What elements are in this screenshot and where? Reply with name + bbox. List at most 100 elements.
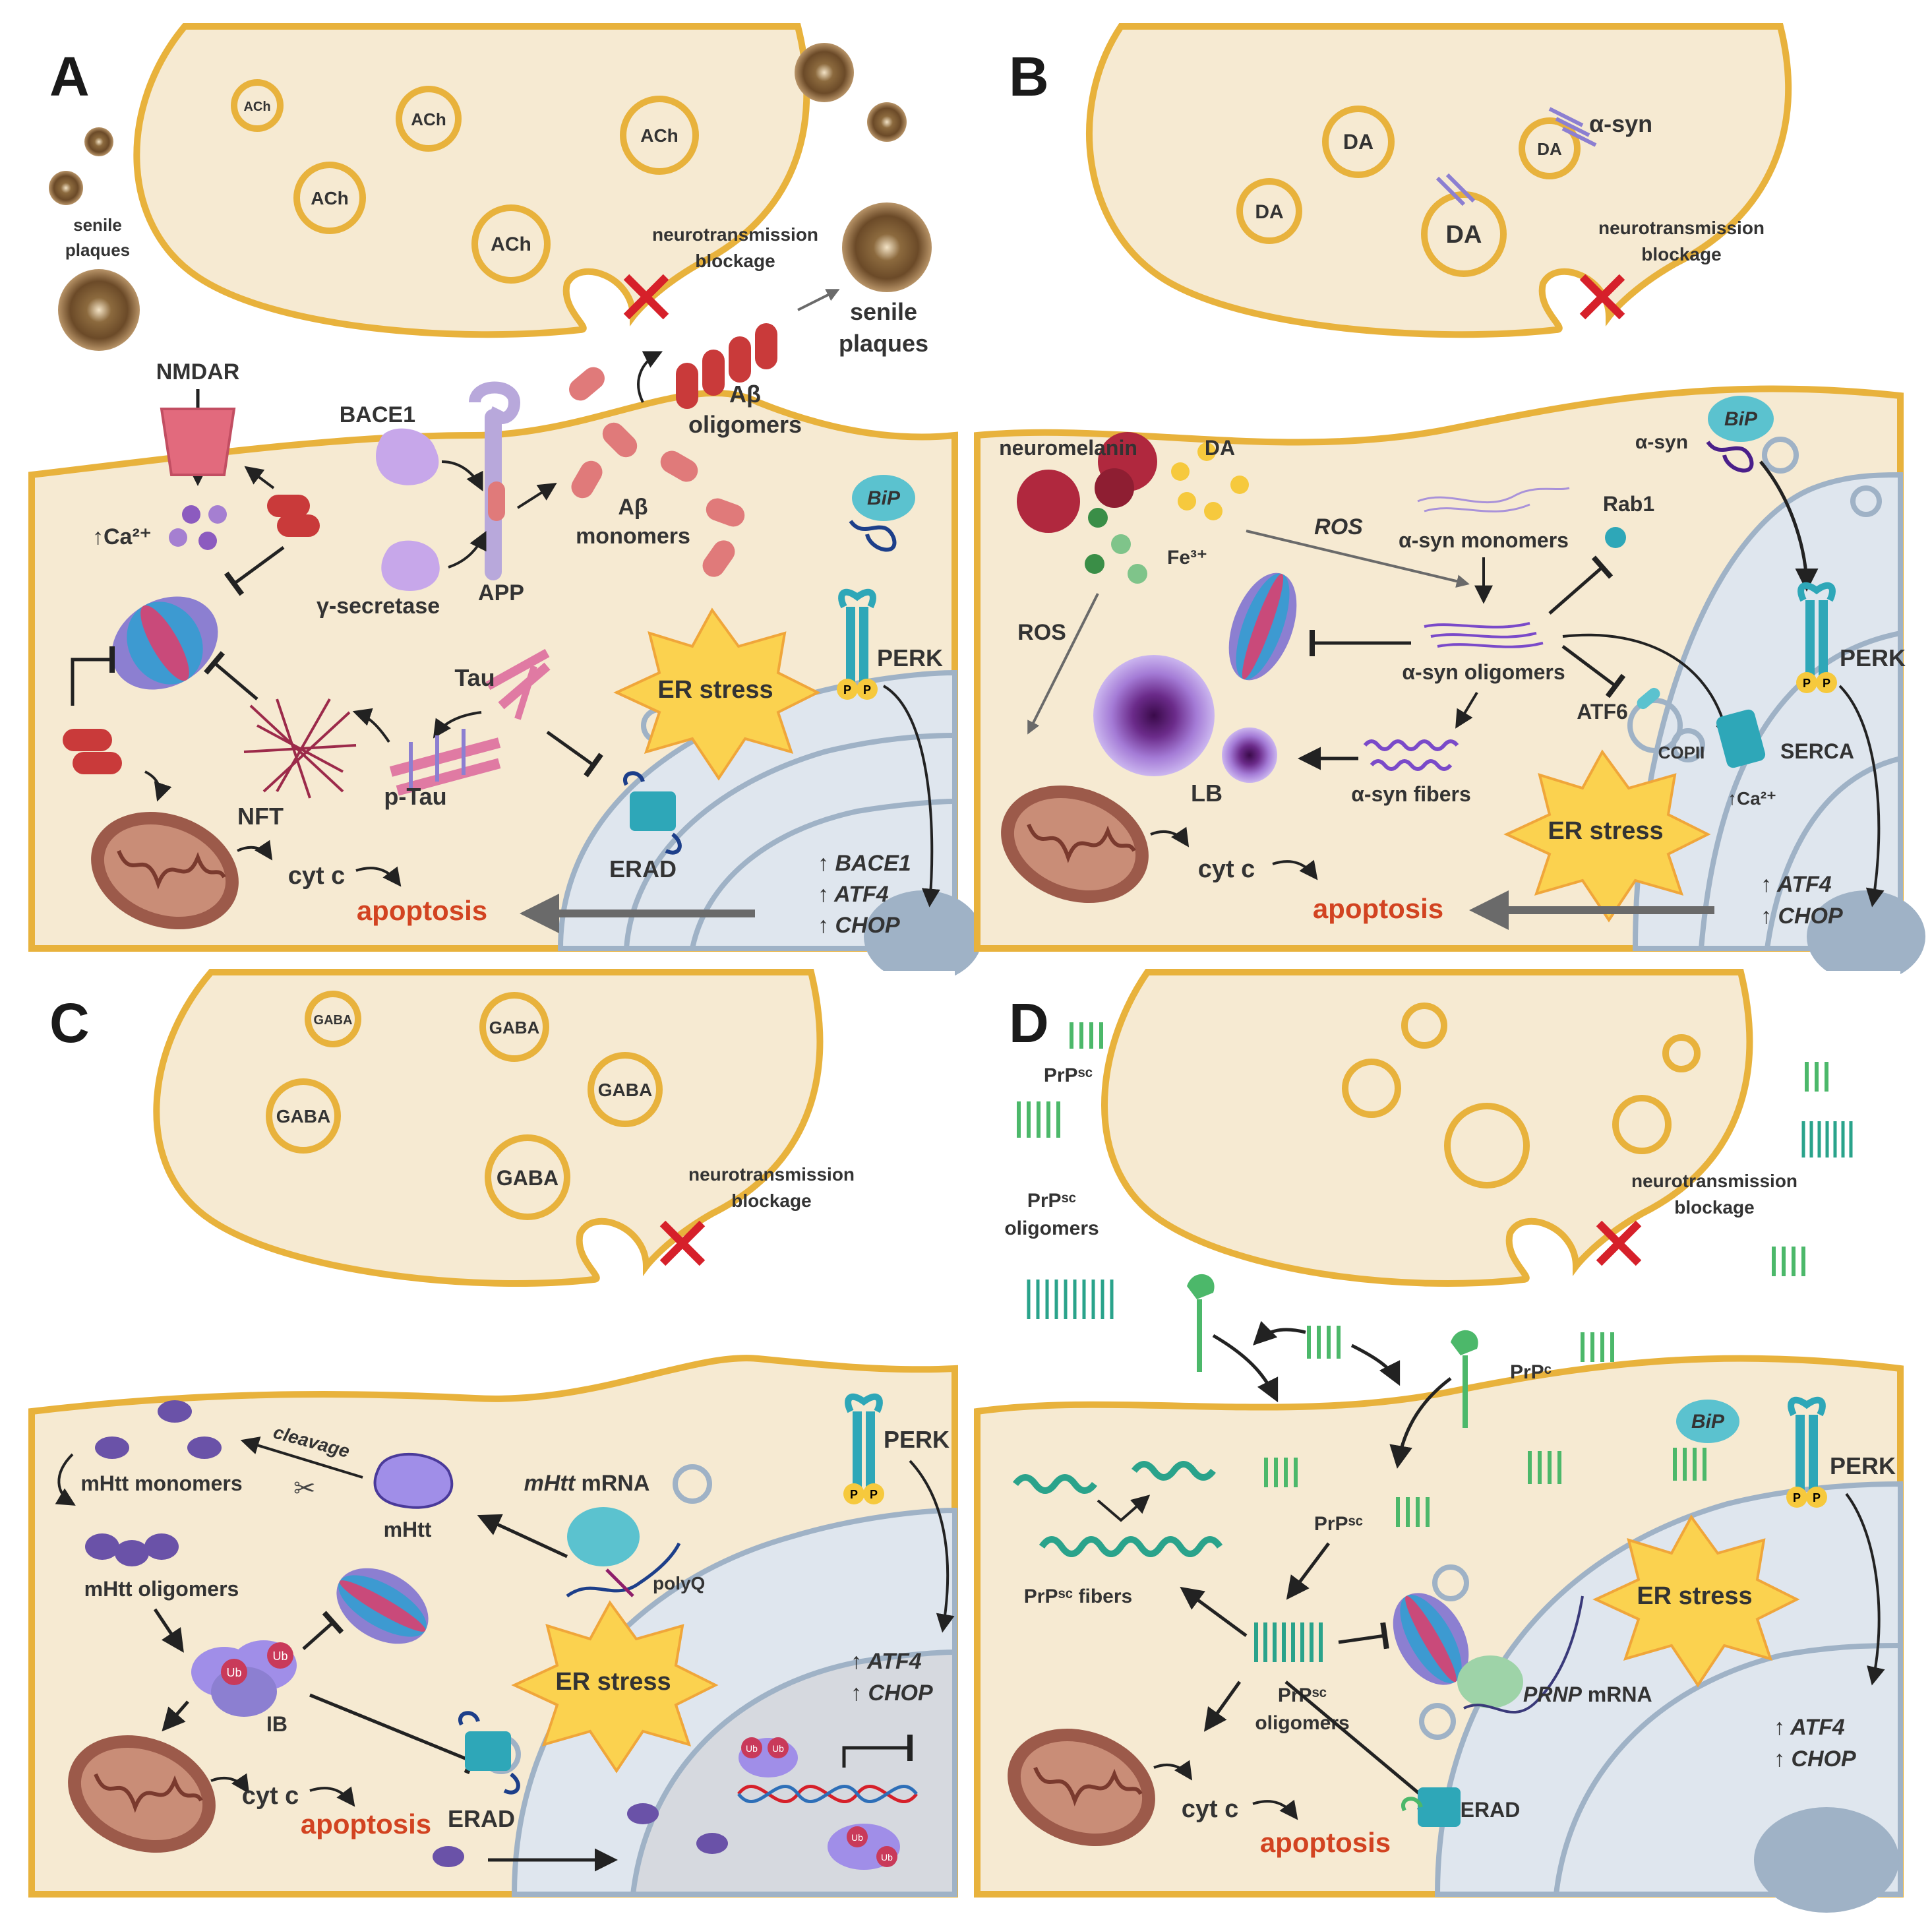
inhibition-line xyxy=(224,545,285,596)
mhtt-oligomers-label: mHtt oligomers xyxy=(84,1577,239,1601)
perk-receptor-icon: P P xyxy=(1796,582,1837,693)
arrow xyxy=(441,460,483,492)
arrow xyxy=(1027,593,1099,735)
neurotransmission-line: blockage xyxy=(1641,244,1721,264)
tau-label: Tau xyxy=(454,664,495,691)
neurotransmission-line: blockage xyxy=(695,251,775,271)
arrow xyxy=(1246,530,1470,588)
bip-label: BiP xyxy=(1724,408,1758,430)
vesicles-c: GABA GABA GABA GABA GABA xyxy=(266,991,663,1220)
mhtt-monomers-icon xyxy=(95,1400,222,1459)
gamma-secretase-label: γ-secretase xyxy=(317,594,440,619)
upregulated-genes: ↑ ATF4 ↑ CHOP xyxy=(1774,1715,1856,1772)
bip-label: BiP xyxy=(867,487,901,509)
perk-label: PERK xyxy=(877,644,943,671)
arrow xyxy=(144,770,172,802)
cyt-c-label: cyt c xyxy=(242,1782,299,1810)
gene-label: ↑ ATF4 xyxy=(1774,1715,1845,1740)
gene-label: ↑ CHOP xyxy=(851,1681,933,1706)
phospho-label: P xyxy=(870,1488,878,1501)
neurotransmission-line: neurotransmission xyxy=(1631,1171,1797,1191)
inhibition-line xyxy=(302,1611,344,1650)
inhibition-line xyxy=(842,1735,913,1768)
apoptosis-label: apoptosis xyxy=(357,895,487,926)
arrow xyxy=(1252,1799,1298,1820)
vesicle-label: ACh xyxy=(411,109,446,129)
perk-label: PERK xyxy=(884,1426,950,1453)
prpsc-oligomers-top-line: oligomers xyxy=(1004,1218,1099,1239)
p-tau-icon xyxy=(389,729,501,796)
arrow xyxy=(1097,1495,1151,1522)
vesicle-label: GABA xyxy=(489,1018,540,1037)
panel-letter-a: A xyxy=(49,46,90,108)
inclusion-body-icon: Ub Ub xyxy=(191,1640,297,1717)
presynaptic-terminal xyxy=(1101,969,1753,1287)
perk-label: PERK xyxy=(1840,644,1906,671)
ab-oligomer-icon xyxy=(267,495,320,537)
dna-helix-icon xyxy=(737,1784,918,1804)
neuromelanin-icon xyxy=(1017,432,1157,533)
arrow xyxy=(1212,1334,1279,1403)
fe-label: Fe³⁺ xyxy=(1167,547,1207,569)
phospho-label: P xyxy=(1803,677,1811,690)
arrow xyxy=(1253,1320,1306,1345)
nmdar-channel-icon xyxy=(160,408,236,476)
neuromelanin-label: neuromelanin xyxy=(999,436,1137,460)
nmdar-label: NMDAR xyxy=(156,359,240,385)
presynaptic-terminal xyxy=(153,969,824,1287)
vesicles-a: ACh ACh ACh ACh ACh xyxy=(231,79,699,284)
senile-plaque-icon xyxy=(49,171,83,205)
scissors-icon: ✂ xyxy=(293,1474,316,1503)
prpsc-oligomers-top-label: PrPˢᶜ oligomers xyxy=(1004,1190,1099,1239)
inhibition-line xyxy=(546,730,603,778)
arrow xyxy=(1562,633,1734,743)
p-tau-label: p-Tau xyxy=(384,783,446,810)
copii-label: COPII xyxy=(1658,743,1705,762)
serca-label: SERCA xyxy=(1780,739,1854,763)
arrow xyxy=(1272,859,1318,880)
arrow xyxy=(1838,685,1885,908)
tau-icon xyxy=(485,648,551,720)
vesicle-label: DA xyxy=(1343,130,1374,154)
ab-monomers-label: Aβ monomers xyxy=(576,495,690,549)
er-stress-burst-icon xyxy=(1503,749,1711,923)
ab-monomers-line: monomers xyxy=(576,524,690,549)
senile-plaque-icon xyxy=(842,202,932,292)
erad-complex-icon xyxy=(623,771,682,855)
arrow xyxy=(448,530,487,569)
bace1-label: BACE1 xyxy=(340,402,415,427)
inhibition-line xyxy=(1338,1622,1389,1650)
ub-label: Ub xyxy=(881,1852,893,1863)
arrow xyxy=(1759,460,1819,592)
asyn-fibers-icon xyxy=(1363,739,1459,771)
inhibition-line xyxy=(1561,645,1626,698)
ub-label: Ub xyxy=(746,1743,758,1754)
er-stress-label: ER stress xyxy=(657,676,773,704)
arrow xyxy=(883,685,940,908)
gene-label: ↑ CHOP xyxy=(1761,904,1843,929)
cyt-c-label: cyt c xyxy=(288,862,346,890)
prpsc-oligomers-top-line: PrPˢᶜ xyxy=(1027,1190,1076,1212)
neurotransmission-line: neurotransmission xyxy=(1598,218,1765,238)
prpc-icon xyxy=(1187,1274,1478,1428)
inhibition-line xyxy=(204,651,258,700)
er-stress-label: ER stress xyxy=(1637,1582,1752,1610)
apoptosis-label: apoptosis xyxy=(301,1808,431,1839)
arrow xyxy=(162,1700,189,1732)
vesicles-d xyxy=(1342,1003,1701,1189)
arrow xyxy=(240,1436,363,1479)
senile-plaques-line: senile xyxy=(73,215,122,235)
vesicle-label: ACh xyxy=(640,125,679,146)
ub-aggregate-icon: Ub Ub xyxy=(739,1737,798,1777)
proteasome-icon xyxy=(336,1568,429,1644)
serca-pump-icon xyxy=(1716,709,1766,768)
gene-label: ↑ CHOP xyxy=(1774,1746,1856,1772)
proteasome-icon xyxy=(1393,1593,1469,1685)
vesicle-label: ACh xyxy=(311,188,349,208)
inhibition-line xyxy=(1284,1681,1438,1812)
fe-ions-icon xyxy=(1085,508,1147,584)
mhtt-mrna-rest: mRNA xyxy=(575,1471,649,1496)
nft-tangle-icon xyxy=(243,698,357,799)
ab-monomers-line: Aβ xyxy=(618,495,648,520)
